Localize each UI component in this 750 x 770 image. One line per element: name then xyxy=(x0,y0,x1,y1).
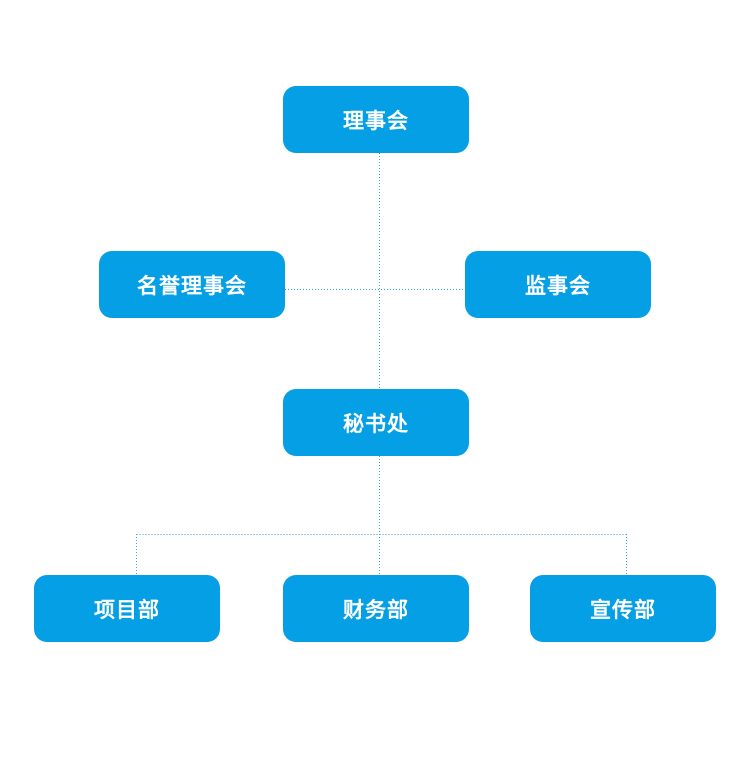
node-project-dept: 项目部 xyxy=(34,575,220,642)
node-publicity-dept: 宣传部 xyxy=(530,575,716,642)
node-honorary-board-label: 名誉理事会 xyxy=(137,273,247,298)
node-secretariat-label: 秘书处 xyxy=(343,411,409,436)
node-project-dept-label: 项目部 xyxy=(94,597,160,622)
node-honorary-board: 名誉理事会 xyxy=(99,251,285,318)
node-finance-dept: 财务部 xyxy=(283,575,469,642)
node-secretariat: 秘书处 xyxy=(283,389,469,456)
node-board: 理事会 xyxy=(283,86,469,153)
node-finance-dept-label: 财务部 xyxy=(343,597,409,622)
node-supervisory-board-label: 监事会 xyxy=(525,273,591,298)
node-board-label: 理事会 xyxy=(343,108,409,133)
node-supervisory-board: 监事会 xyxy=(465,251,651,318)
node-publicity-dept-label: 宣传部 xyxy=(590,597,656,622)
